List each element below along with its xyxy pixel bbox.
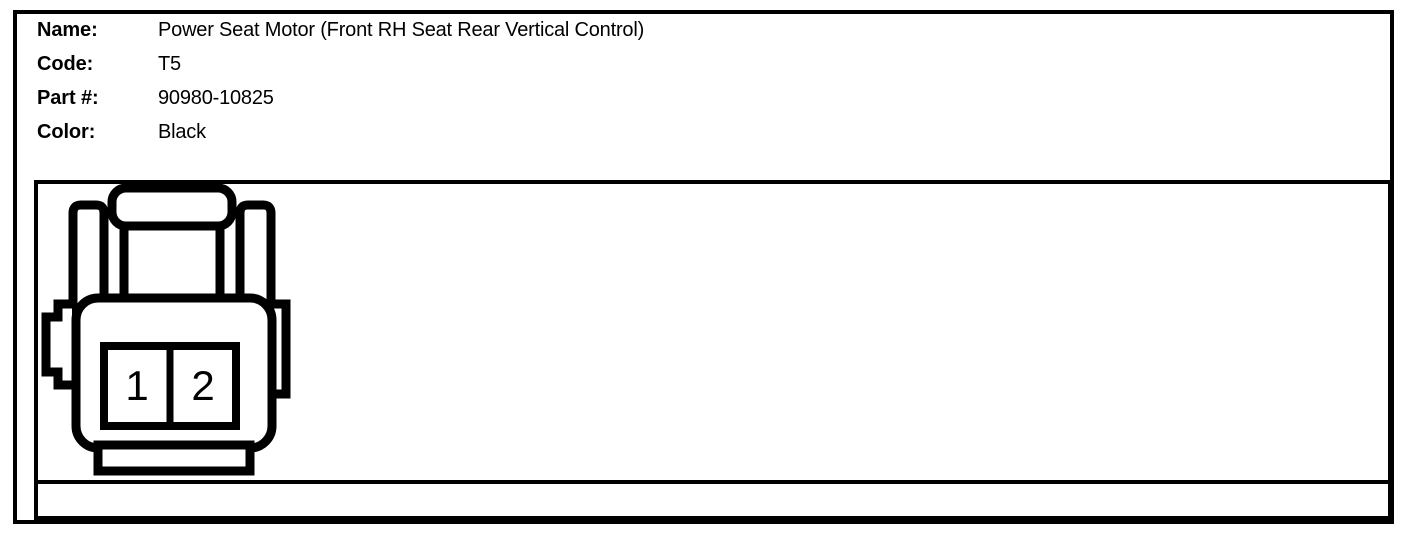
cavity-number-1: 1 <box>125 362 148 409</box>
spec-label-code: Code: <box>37 53 94 75</box>
top-latch-bar-shape <box>107 183 237 231</box>
left-side-lock-tab-shape <box>41 299 72 390</box>
bottom-strip-divider <box>34 481 1392 485</box>
spec-label-part-number: Part #: <box>37 87 99 109</box>
spec-row-code: Code: T5 <box>37 53 1377 87</box>
spec-label-name: Name: <box>37 19 98 41</box>
spec-row-name: Name: Power Seat Motor (Front RH Seat Re… <box>37 19 1377 53</box>
spec-label-color: Color: <box>37 121 96 143</box>
specification-block: Name: Power Seat Motor (Front RH Seat Re… <box>37 19 1377 155</box>
spec-value-code: T5 <box>158 53 181 75</box>
spec-value-color: Black <box>158 121 206 143</box>
connector-illustration: 1 2 <box>36 182 316 482</box>
connector-diagram-box: 1 2 <box>34 180 1392 484</box>
spec-value-part-number: 90980-10825 <box>158 87 274 109</box>
spec-row-part-number: Part #: 90980-10825 <box>37 87 1377 121</box>
bottom-skirt-shape <box>93 440 255 476</box>
bottom-strip <box>34 484 1392 520</box>
spec-value-name: Power Seat Motor (Front RH Seat Rear Ver… <box>158 19 645 41</box>
spec-row-color: Color: Black <box>37 121 1377 155</box>
cavity-number-2: 2 <box>191 362 214 409</box>
